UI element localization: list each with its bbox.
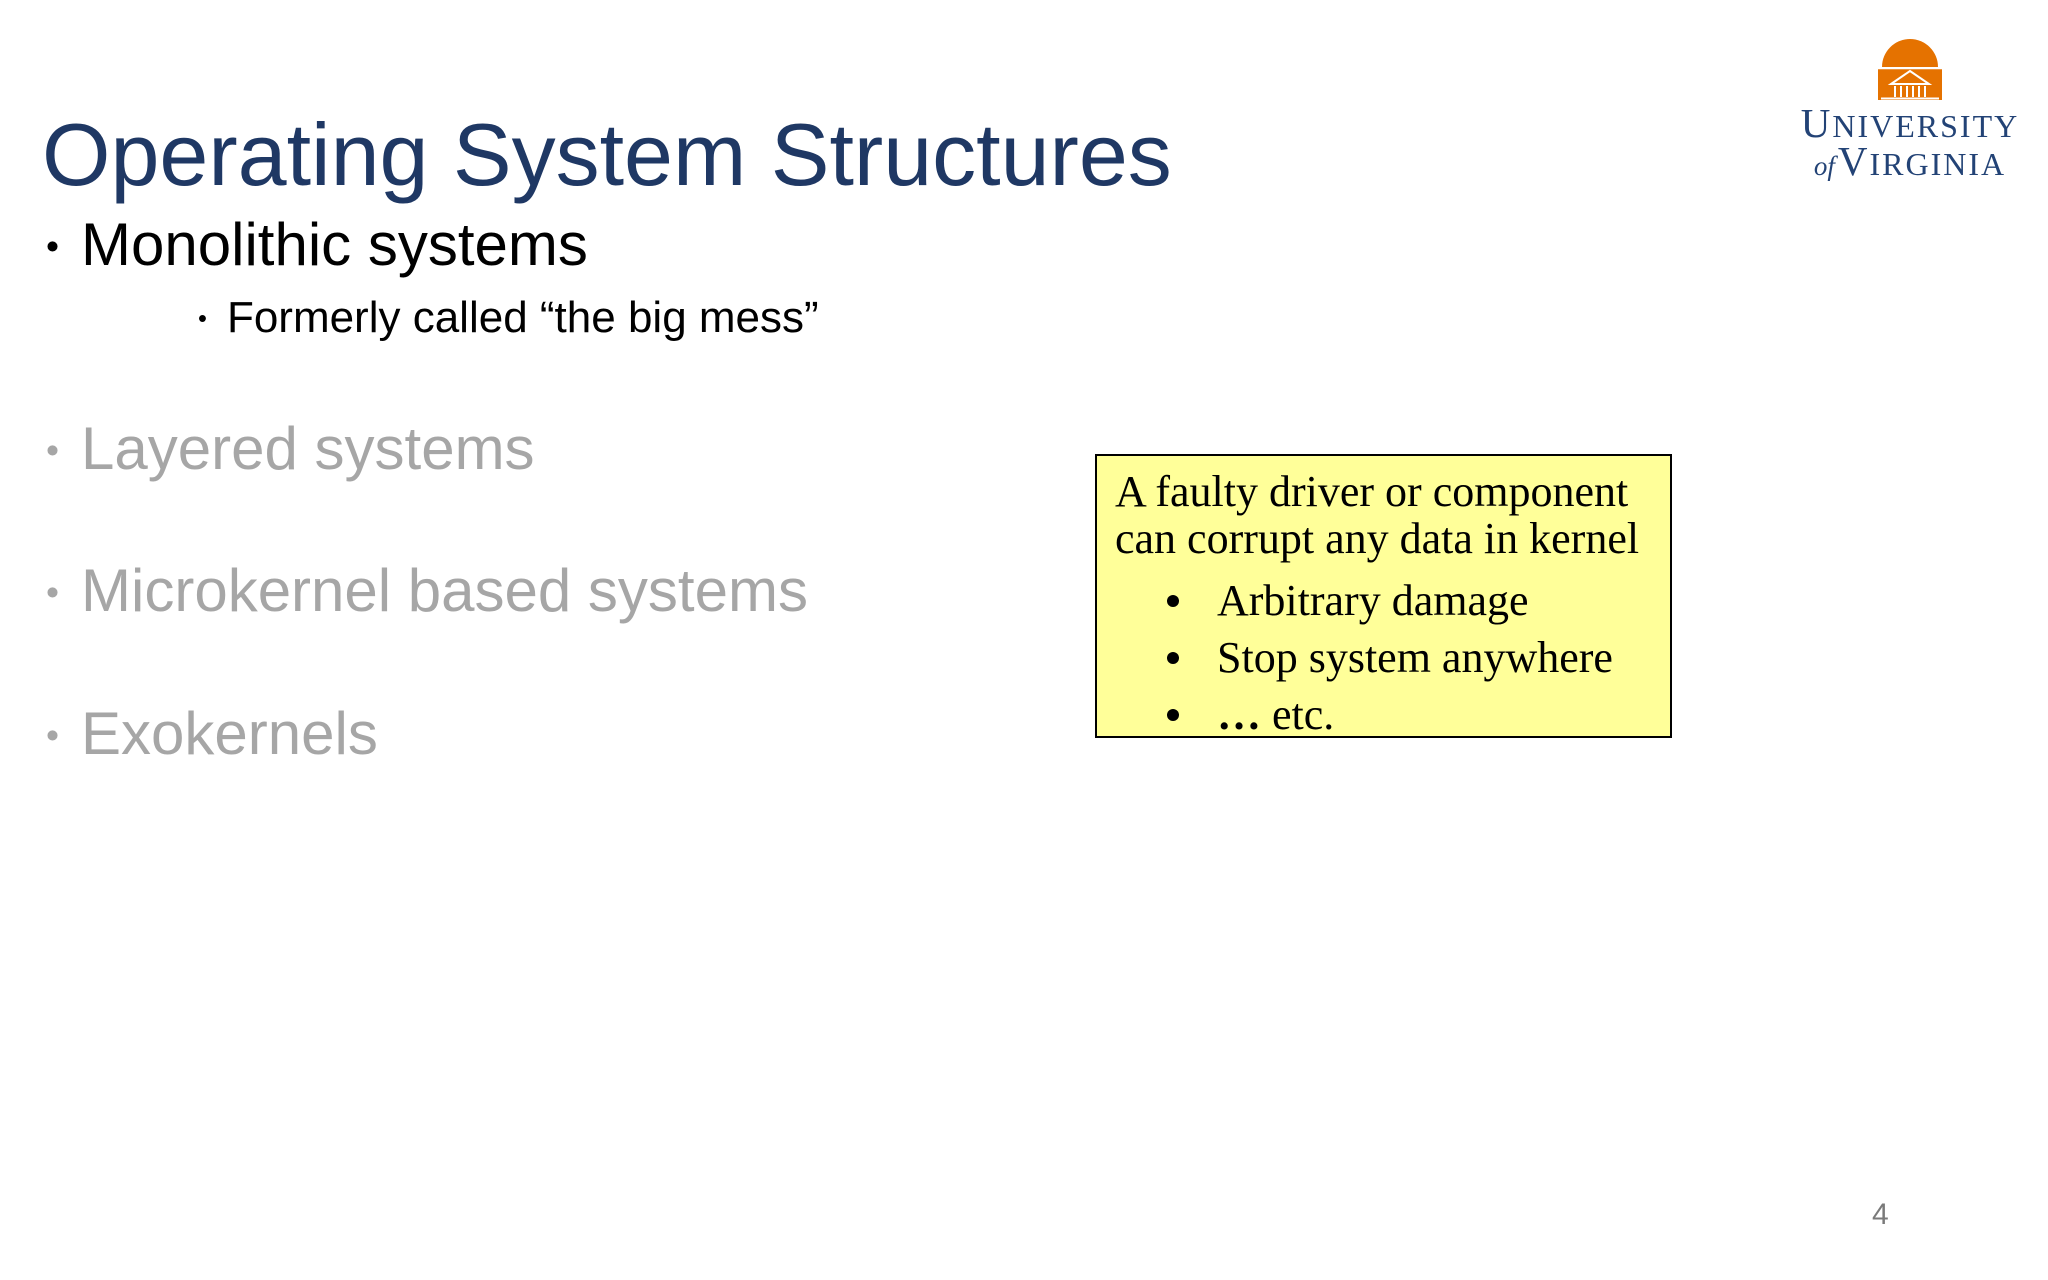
uva-logo-of: of bbox=[1813, 151, 1835, 181]
bullet-item-label: Exokernels bbox=[81, 700, 378, 767]
callout-bullet-item: Stop system anywhere bbox=[1167, 629, 1662, 686]
bullet-item-microkernel-systems: • Microkernel based systems bbox=[46, 556, 808, 627]
callout-line: can corrupt any data in kernel bbox=[1115, 514, 1640, 563]
bullet-item-label: Layered systems bbox=[81, 415, 535, 482]
page-number: 4 bbox=[1872, 1198, 1889, 1231]
bullet-dot-icon: • bbox=[46, 429, 60, 472]
callout-bullet-label: Stop system anywhere bbox=[1217, 633, 1613, 682]
uva-logo-line2: of VIRGINIA bbox=[1790, 141, 2030, 184]
bullet-dot-icon bbox=[1167, 652, 1179, 664]
callout-bullet-list: Arbitrary damage Stop system anywhere … … bbox=[1167, 572, 1662, 743]
bullet-dot-icon: • bbox=[198, 305, 207, 334]
bullet-dot-icon: • bbox=[46, 225, 60, 268]
callout-bullet-label: etc. bbox=[1261, 690, 1335, 739]
uva-logo-university: UNIVERSITY bbox=[1800, 100, 2020, 146]
bullet-dot-icon bbox=[1167, 709, 1179, 721]
bullet-item-label: Monolithic systems bbox=[81, 211, 588, 278]
callout-bullet-item: … etc. bbox=[1167, 686, 1662, 743]
callout-ellipsis: … bbox=[1217, 690, 1261, 739]
uva-logo: UNIVERSITY of VIRGINIA bbox=[1790, 34, 2030, 184]
uva-rotunda-icon bbox=[1878, 39, 1942, 100]
uva-logo-virginia: VIRGINIA bbox=[1837, 138, 2007, 184]
bullet-dot-icon bbox=[1167, 595, 1179, 607]
sub-bullet-big-mess: • Formerly called “the big mess” bbox=[198, 292, 819, 344]
bullet-dot-icon: • bbox=[46, 571, 60, 614]
callout-line: A faulty driver or component bbox=[1115, 467, 1629, 516]
callout-bullet-label: Arbitrary damage bbox=[1217, 576, 1529, 625]
bullet-item-exokernels: • Exokernels bbox=[46, 699, 378, 770]
bullet-dot-icon: • bbox=[46, 714, 60, 757]
bullet-item-layered-systems: • Layered systems bbox=[46, 414, 535, 485]
callout-box: A faulty driver or component can corrupt… bbox=[1095, 454, 1672, 739]
bullet-item-label: Microkernel based systems bbox=[81, 557, 808, 624]
bullet-item-monolithic-systems: • Monolithic systems bbox=[46, 210, 588, 281]
slide-title: Operating System Structures bbox=[42, 104, 1172, 204]
callout-bullet-item: Arbitrary damage bbox=[1167, 572, 1662, 629]
sub-bullet-label: Formerly called “the big mess” bbox=[226, 293, 819, 342]
